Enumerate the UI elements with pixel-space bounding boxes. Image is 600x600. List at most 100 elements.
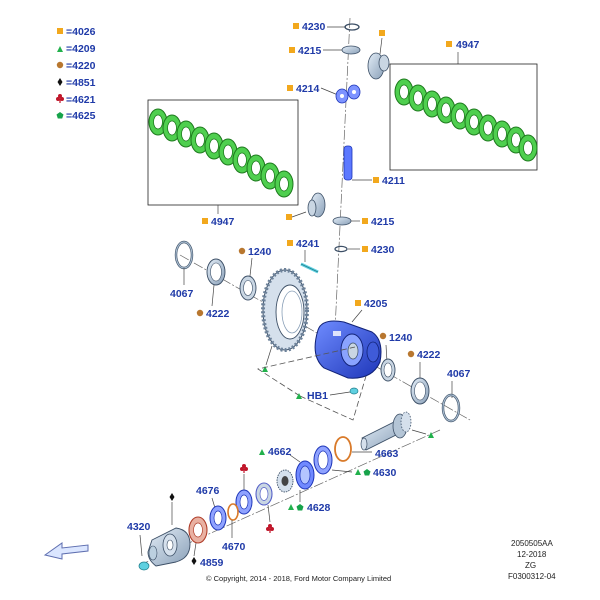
- plug-4320[interactable]: [138, 561, 150, 571]
- callout-4670[interactable]: 4670: [222, 520, 246, 553]
- clutch-pack-box-right: [389, 63, 538, 171]
- triangle-icon: [428, 432, 434, 438]
- differential-case-4205[interactable]: [314, 320, 382, 379]
- gear-4628[interactable]: [295, 460, 315, 490]
- svg-text:4670: 4670: [222, 541, 246, 553]
- svg-text:4214: 4214: [296, 83, 320, 95]
- club-icon: [240, 464, 248, 473]
- svg-text:4947: 4947: [456, 39, 480, 51]
- svg-text:4947: 4947: [211, 216, 235, 228]
- svg-text:4859: 4859: [200, 557, 224, 569]
- copyright: © Copyright, 2014 - 2018, Ford Motor Com…: [206, 574, 391, 583]
- direction-arrow-icon: [43, 542, 89, 560]
- svg-text:4230: 4230: [371, 244, 395, 256]
- seal-ring-4663[interactable]: [334, 436, 352, 462]
- callout-4947-top[interactable]: 4947: [446, 39, 480, 64]
- pinion-gear-pair[interactable]: [335, 84, 361, 104]
- svg-text:1240: 1240: [248, 246, 272, 258]
- bearing-1240-right[interactable]: [380, 358, 396, 382]
- svg-text:4211: 4211: [382, 175, 405, 187]
- carrier-ring-4630[interactable]: [313, 445, 333, 475]
- clutch-pack-box-left: [147, 99, 299, 206]
- thrust-washer-4215-mid[interactable]: [332, 216, 352, 226]
- housing-4320[interactable]: [147, 527, 191, 567]
- callout-4214[interactable]: 4214: [287, 83, 339, 96]
- callout-4630[interactable]: 4630: [331, 467, 397, 479]
- clutch-pack-right[interactable]: [394, 78, 538, 162]
- gear-4676[interactable]: [235, 489, 253, 515]
- callout-4222-left[interactable]: 4222: [196, 284, 230, 320]
- callout-1240-right[interactable]: 1240: [379, 332, 413, 363]
- square-icon: [379, 30, 385, 36]
- snap-ring-4230-mid[interactable]: [334, 245, 348, 253]
- triangle-icon: [57, 46, 63, 52]
- side-gear-top[interactable]: [367, 52, 390, 80]
- callout-4320[interactable]: 4320: [127, 521, 151, 557]
- callout-4205[interactable]: 4205: [351, 298, 388, 323]
- svg-text:1240: 1240: [389, 332, 413, 344]
- legend-item: =4026: [57, 26, 96, 38]
- svg-text:4067: 4067: [170, 288, 194, 300]
- cross-shaft-4211[interactable]: [343, 145, 353, 181]
- bearing-cup-4222-left[interactable]: [206, 258, 226, 286]
- callout-HB1[interactable]: HB1: [296, 390, 351, 402]
- meta-code: 2050505AA: [511, 539, 553, 548]
- side-gear-mid[interactable]: [307, 192, 326, 218]
- shim-4067-left[interactable]: [174, 240, 194, 270]
- club-icon: [56, 94, 64, 103]
- bearing-1240-left[interactable]: [239, 275, 257, 301]
- shim-4067-right[interactable]: [441, 393, 461, 423]
- callout-4211[interactable]: 4211: [352, 175, 405, 187]
- output-shaft[interactable]: [360, 411, 412, 451]
- legend-text: =4621: [66, 94, 96, 106]
- pentagon-icon: [56, 112, 64, 119]
- square-icon: [286, 214, 292, 220]
- diamond-icon: [169, 493, 175, 501]
- diamond-icon: [57, 78, 63, 86]
- callout-4067-right[interactable]: 4067: [447, 368, 471, 398]
- svg-text:4676: 4676: [196, 485, 220, 497]
- seal-4670-b[interactable]: [209, 505, 227, 531]
- circle-icon: [56, 61, 64, 69]
- callout-4663[interactable]: 4663: [352, 448, 399, 460]
- callout-4230-top[interactable]: 4230: [293, 21, 346, 33]
- snap-ring-4230-top[interactable]: [344, 23, 360, 31]
- svg-text:4205: 4205: [364, 298, 388, 310]
- svg-text:4067: 4067: [447, 368, 471, 380]
- bearing-cup-4222-right[interactable]: [410, 377, 430, 405]
- pin-4241[interactable]: [300, 262, 319, 274]
- shim-4859[interactable]: [188, 516, 208, 544]
- callout-4628[interactable]: 4628: [288, 490, 331, 514]
- callout-4241[interactable]: 4241: [287, 238, 320, 262]
- svg-text:4320: 4320: [127, 521, 151, 533]
- bearing-4676[interactable]: [255, 482, 273, 506]
- callout-4222-right[interactable]: 4222: [407, 349, 441, 380]
- legend-text: =4026: [66, 26, 96, 38]
- callout-4067-left[interactable]: 4067: [170, 268, 194, 300]
- clutch-pack-left[interactable]: [148, 108, 294, 198]
- callout-4230-mid[interactable]: 4230: [348, 244, 395, 256]
- svg-text:4222: 4222: [206, 308, 230, 320]
- svg-text:4630: 4630: [373, 467, 397, 479]
- legend-text: =4209: [66, 43, 96, 55]
- svg-text:4628: 4628: [307, 502, 331, 514]
- ring-4670[interactable]: [227, 503, 239, 521]
- callout-4662[interactable]: 4662: [259, 446, 301, 463]
- callout-4947-bottom[interactable]: 4947: [202, 205, 235, 228]
- svg-text:4663: 4663: [375, 448, 399, 460]
- hub-4628[interactable]: [276, 469, 294, 493]
- svg-text:4241: 4241: [296, 238, 320, 250]
- callout-4215-top[interactable]: 4215: [289, 45, 343, 57]
- bolt-HB1[interactable]: [349, 387, 359, 395]
- ring-gear[interactable]: [261, 268, 309, 352]
- legend-text: =4625: [66, 110, 96, 122]
- club-icon: [266, 524, 274, 533]
- callout-4215-mid[interactable]: 4215: [351, 216, 395, 228]
- triangle-icon: [262, 366, 268, 372]
- callout-1240-left[interactable]: 1240: [238, 246, 272, 277]
- callout-4676[interactable]: 4676: [196, 485, 220, 509]
- thrust-washer-4215-top[interactable]: [341, 45, 361, 55]
- callout-4859[interactable]: 4859: [191, 542, 224, 569]
- legend-item: =4220: [56, 60, 96, 72]
